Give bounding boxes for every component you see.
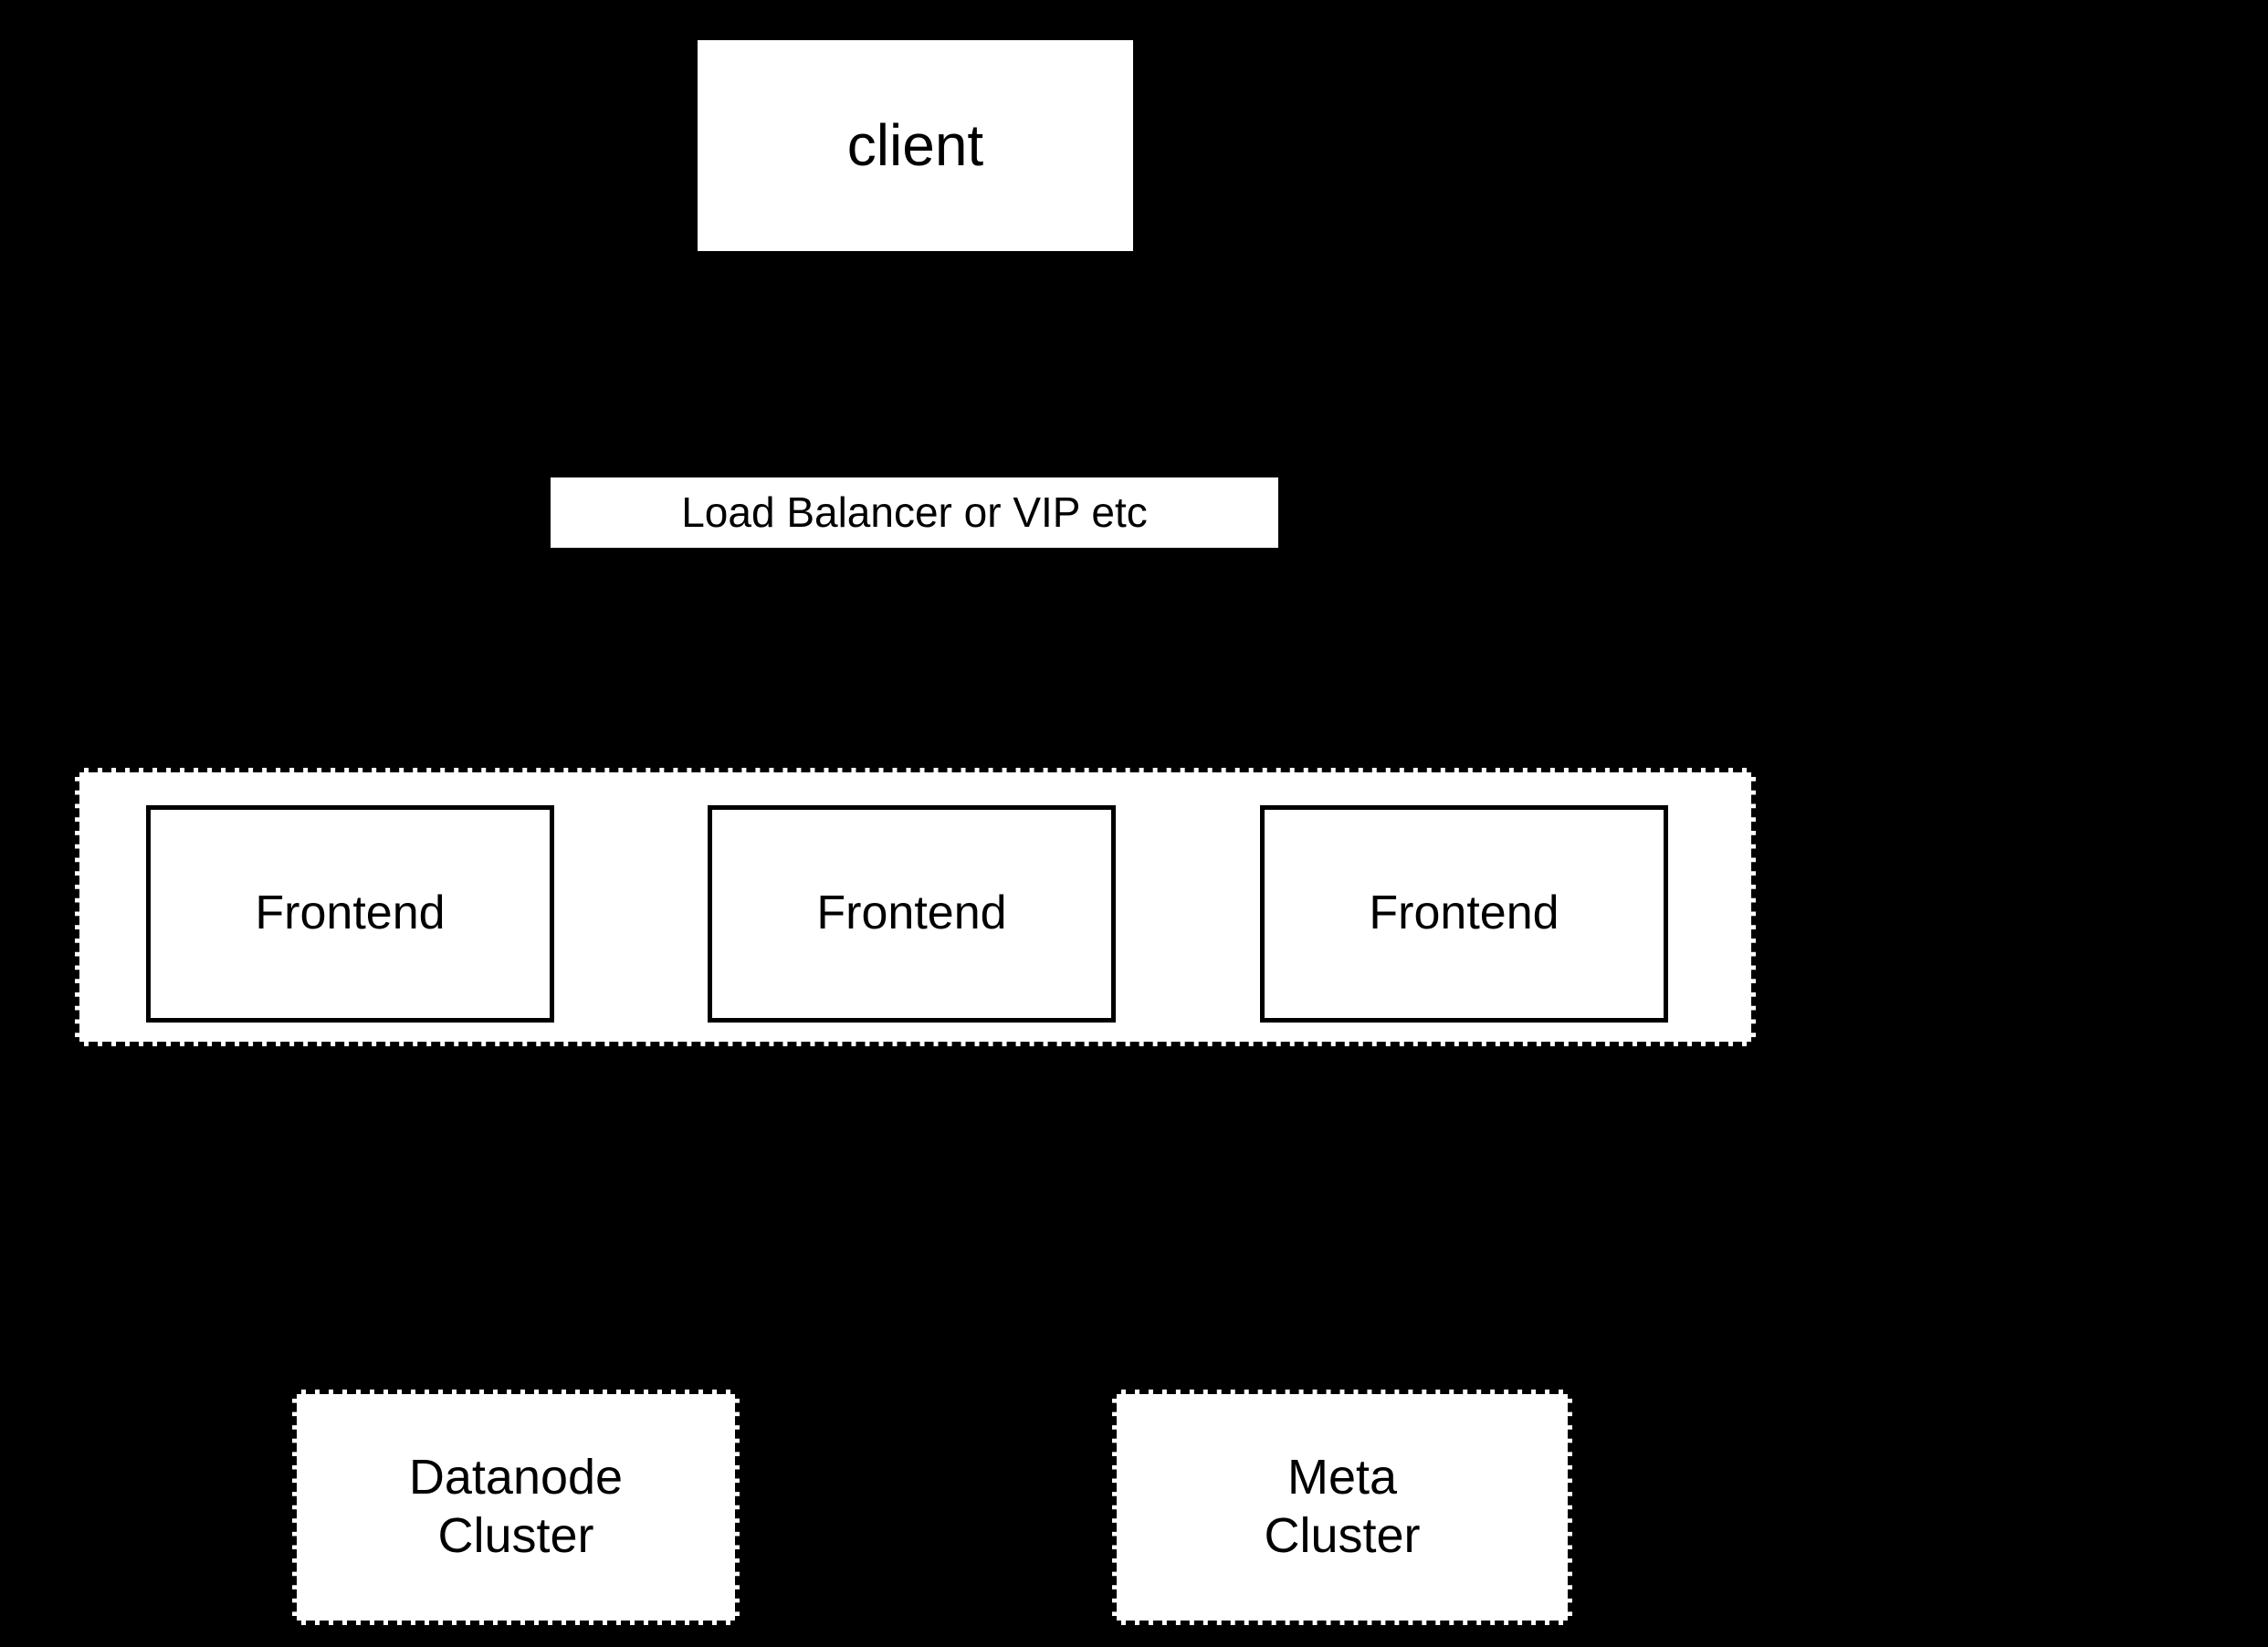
- node-client[interactable]: client: [698, 40, 1133, 251]
- node-load-balancer-label: Load Balancer or VIP etc: [681, 488, 1148, 537]
- node-datanode-cluster[interactable]: Datanode Cluster: [292, 1390, 740, 1625]
- node-frontend-1-label: Frontend: [255, 886, 446, 940]
- node-datanode-cluster-label-line-2: Cluster: [437, 1508, 594, 1563]
- node-frontend-2[interactable]: Frontend: [708, 805, 1116, 1023]
- node-frontend-3[interactable]: Frontend: [1260, 805, 1668, 1023]
- node-meta-cluster[interactable]: Meta Cluster: [1112, 1390, 1572, 1625]
- node-load-balancer[interactable]: Load Balancer or VIP etc: [551, 477, 1278, 548]
- node-frontend-1[interactable]: Frontend: [146, 805, 554, 1023]
- node-frontend-3-label: Frontend: [1369, 886, 1559, 940]
- node-meta-cluster-label-line-2: Cluster: [1264, 1508, 1421, 1563]
- node-frontend-2-label: Frontend: [816, 886, 1007, 940]
- node-client-label: client: [846, 111, 984, 178]
- node-meta-cluster-label-line-1: Meta: [1286, 1450, 1398, 1505]
- node-datanode-cluster-label-line-1: Datanode: [408, 1450, 624, 1505]
